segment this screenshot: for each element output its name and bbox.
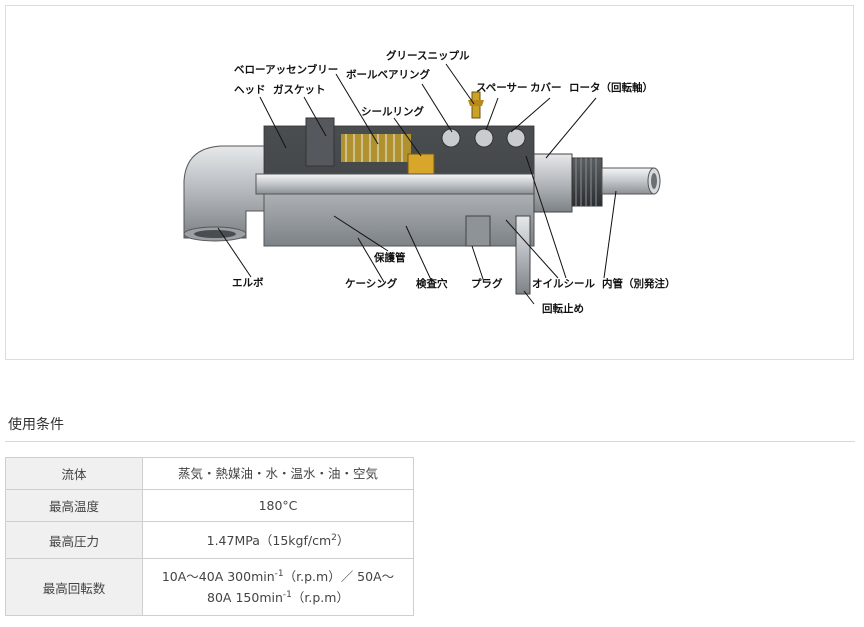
label-elbow: エルボ xyxy=(232,276,264,289)
table-row: 流体 蒸気・熱媒油・水・温水・油・空気 xyxy=(5,457,414,490)
figure-panel: グリースニップル ベローアッセンブリー ボールベアリング スペーサー カバー ロ… xyxy=(5,5,854,360)
rotary-joint-cutaway-diagram: グリースニップル ベローアッセンブリー ボールベアリング スペーサー カバー ロ… xyxy=(183,49,676,315)
rpm-line-1: 10A～40A 300min-1（r.p.m）／ 50A～ xyxy=(144,566,412,587)
label-rotor: ロータ（回転軸） xyxy=(569,81,653,94)
plug-part xyxy=(465,215,491,247)
label-inspection-hole: 検査穴 xyxy=(416,277,448,290)
label-cover: カバー xyxy=(530,82,562,94)
label-casing: ケーシング xyxy=(345,277,398,290)
table-row: 最高温度 180°C xyxy=(5,489,414,522)
rpm-line-2-tail: （r.p.m） xyxy=(291,590,349,605)
label-gasket: ガスケット xyxy=(273,83,326,96)
pressure-superscript: 2 xyxy=(331,532,337,543)
label-head: ヘッド xyxy=(234,84,266,96)
elbow-part xyxy=(183,145,275,242)
label-protective-tube: 保護管 xyxy=(373,251,406,264)
spec-key-pressure: 最高圧力 xyxy=(5,521,143,559)
rpm-line-1-sup: -1 xyxy=(274,568,284,579)
inner-pipe xyxy=(255,173,567,195)
rpm-line-2: 80A 150min-1（r.p.m） xyxy=(144,587,412,608)
spec-value-fluid: 蒸気・熱媒油・水・温水・油・空気 xyxy=(142,457,414,490)
label-plug: プラグ xyxy=(471,277,503,290)
table-row: 最高圧力 1.47MPa（15kgf/cm2） xyxy=(5,521,414,559)
spec-value-pressure: 1.47MPa（15kgf/cm2） xyxy=(142,521,414,559)
label-rotation-stop: 回転止め xyxy=(542,302,584,315)
label-ball-bearing: ボールベアリング xyxy=(346,68,430,81)
spec-key-fluid: 流体 xyxy=(5,457,143,490)
label-oil-seal: オイルシール xyxy=(532,278,595,290)
label-seal-ring: シールリング xyxy=(361,105,424,118)
rpm-line-1-tail: （r.p.m）／ 50A～ xyxy=(283,569,395,584)
section-divider xyxy=(5,441,855,442)
spec-key-rpm: 最高回転数 xyxy=(5,558,143,616)
pressure-value-text: 1.47MPa（15kgf/cm xyxy=(206,532,332,548)
spec-value-temperature: 180°C xyxy=(142,489,414,522)
rpm-line-2-text: 80A 150min xyxy=(207,590,283,605)
pressure-value-close: ） xyxy=(336,532,350,548)
rotor-shaft xyxy=(533,153,661,213)
label-spacer: スペーサー xyxy=(476,82,528,94)
rpm-line-2-sup: -1 xyxy=(282,589,292,600)
label-grease-nipple: グリースニップル xyxy=(386,49,470,62)
spec-value-rpm: 10A～40A 300min-1（r.p.m）／ 50A～ 80A 150min… xyxy=(142,558,414,616)
table-row: 最高回転数 10A～40A 300min-1（r.p.m）／ 50A～ 80A … xyxy=(5,558,414,616)
rpm-line-1-text: 10A～40A 300min xyxy=(161,569,275,584)
label-inner-tube: 内管（別発注） xyxy=(602,277,676,290)
leader-lines xyxy=(217,63,617,305)
rotation-stop-part xyxy=(515,215,531,295)
spec-key-temperature: 最高温度 xyxy=(5,489,143,522)
spec-table: 流体 蒸気・熱媒油・水・温水・油・空気 最高温度 180°C 最高圧力 1.47… xyxy=(5,457,414,616)
label-bellows-assembly: ベローアッセンブリー xyxy=(234,63,338,76)
section-title: 使用条件 xyxy=(8,417,64,433)
